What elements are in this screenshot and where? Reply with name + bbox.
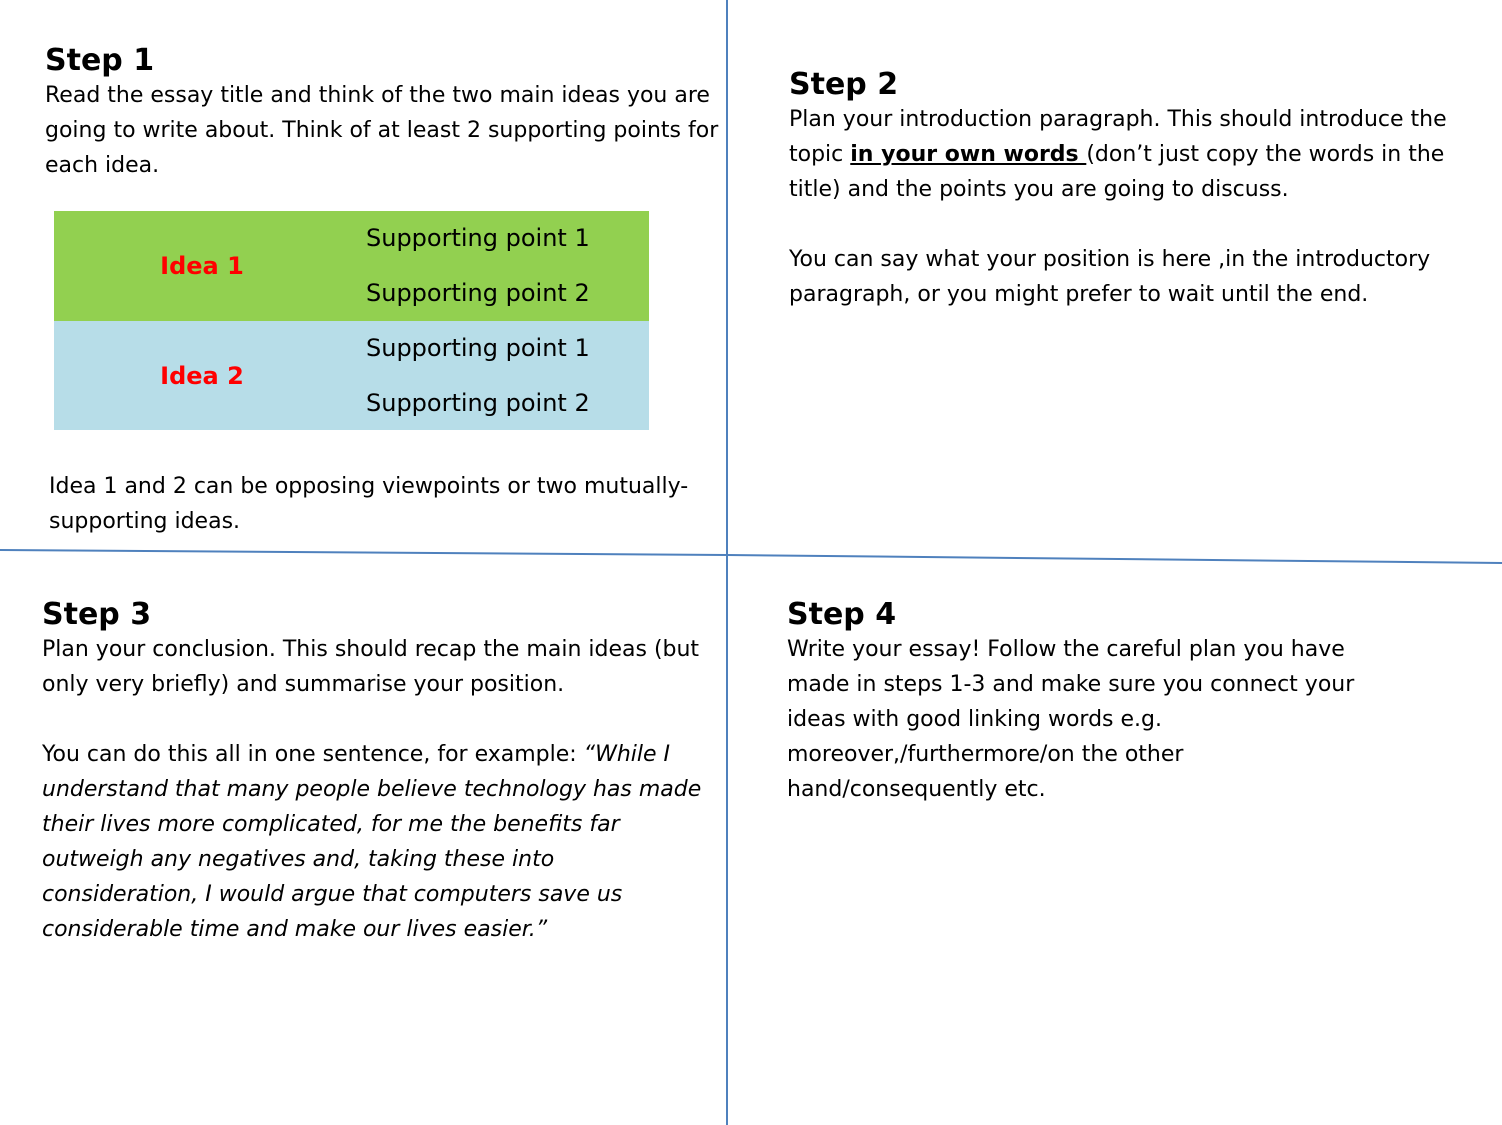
idea2-supporting-point-1: Supporting point 1 <box>366 334 590 362</box>
ideas-note: Idea 1 and 2 can be opposing viewpoints … <box>49 474 689 534</box>
step2-para1-before: Plan your introduction paragraph. This s… <box>789 107 1447 167</box>
horizontal-divider-right <box>726 554 1502 564</box>
step3-para2: You can do this all in one sentence, for… <box>42 737 712 947</box>
step1-body: Read the essay title and think of the tw… <box>45 83 719 178</box>
step1-panel: Step 1 Read the essay title and think of… <box>45 44 720 183</box>
idea1-supporting-point-2: Supporting point 2 <box>366 279 590 307</box>
idea-row-1: Idea 1 Supporting point 1 Supporting poi… <box>54 211 649 321</box>
step4-title: Step 4 <box>787 597 897 632</box>
step1-title: Step 1 <box>45 43 155 78</box>
idea-label-1: Idea 1 <box>160 252 244 280</box>
step2-para2: You can say what your position is here ,… <box>789 247 1431 307</box>
step4-panel: Step 4 Write your essay! Follow the care… <box>787 598 1467 807</box>
step4-body: Write your essay! Follow the careful pla… <box>787 637 1355 802</box>
step2-para1: Plan your introduction paragraph. This s… <box>789 102 1469 207</box>
step3-title: Step 3 <box>42 597 152 632</box>
idea1-supporting-point-1: Supporting point 1 <box>366 224 590 252</box>
step3-para1: Plan your conclusion. This should recap … <box>42 637 700 697</box>
step2-title: Step 2 <box>789 67 899 102</box>
idea2-supporting-point-2: Supporting point 2 <box>366 389 590 417</box>
ideas-table: Idea 1 Supporting point 1 Supporting poi… <box>54 211 649 430</box>
step2-para1-emphasis: in your own words <box>850 142 1087 167</box>
step2-para1-after: (don’t just copy the words in the title)… <box>789 142 1445 202</box>
step3-panel: Step 3 Plan your conclusion. This should… <box>42 598 712 947</box>
horizontal-divider-left <box>0 549 728 556</box>
step3-example-quote: “While I understand that many people bel… <box>42 742 702 942</box>
idea-label-2: Idea 2 <box>160 361 244 390</box>
idea-row-2: Idea 2 Supporting point 1 Supporting poi… <box>54 321 649 430</box>
step3-para2-lead: You can do this all in one sentence, for… <box>42 742 584 767</box>
step2-panel: Step 2 Plan your introduction paragraph.… <box>789 68 1469 312</box>
